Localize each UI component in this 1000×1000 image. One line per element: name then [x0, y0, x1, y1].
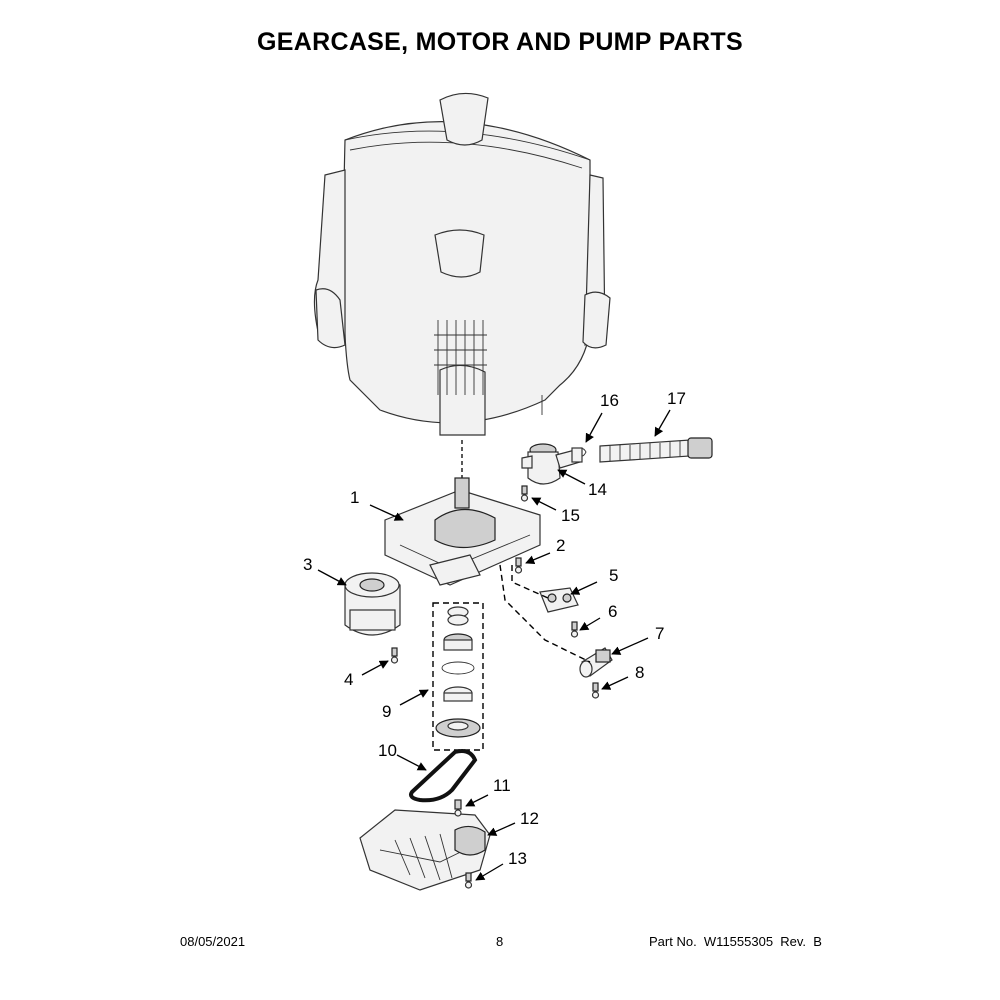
callout-5: 5 — [609, 566, 618, 585]
screw-2 — [514, 557, 523, 574]
callout-3: 3 — [303, 555, 312, 574]
callout-1: 1 — [350, 488, 359, 507]
callout-13: 13 — [508, 849, 527, 868]
shift-actuator — [579, 647, 613, 678]
screw-13 — [464, 872, 473, 889]
callout-10: 10 — [378, 741, 397, 760]
callout-14: 14 — [588, 480, 607, 499]
gearcase-plate — [384, 477, 541, 586]
screw-4 — [390, 647, 399, 664]
screw-8 — [591, 682, 600, 699]
footer-part-number: Part No. W11555305 Rev. B — [649, 934, 822, 949]
callout-labels: 1 2 3 4 5 6 7 8 9 10 11 12 13 14 15 16 1… — [303, 389, 686, 868]
screw-11 — [454, 799, 462, 817]
callout-12: 12 — [520, 809, 539, 828]
callout-6: 6 — [608, 602, 617, 621]
callout-2: 2 — [556, 536, 565, 555]
footer-date: 08/05/2021 — [180, 934, 246, 949]
callout-9: 9 — [382, 702, 391, 721]
screws — [390, 485, 600, 889]
callout-15: 15 — [561, 506, 580, 525]
screw-6 — [570, 621, 579, 638]
tub — [313, 92, 611, 478]
actuator — [539, 587, 579, 613]
drive-belt — [409, 749, 478, 803]
callout-17: 17 — [667, 389, 686, 408]
page-title: GEARCASE, MOTOR AND PUMP PARTS — [257, 28, 743, 56]
pump — [521, 443, 581, 485]
screw-15 — [520, 485, 529, 502]
footer-page-number: 8 — [496, 934, 504, 949]
callout-4: 4 — [344, 670, 353, 689]
assembly-lines — [499, 564, 591, 663]
callout-8: 8 — [635, 663, 644, 682]
leader-lines — [317, 409, 671, 881]
bearing-kit — [432, 602, 484, 751]
callout-7: 7 — [655, 624, 664, 643]
hose-clamp — [571, 447, 587, 463]
drain-hose — [599, 437, 713, 463]
base-shield — [359, 809, 491, 891]
motor — [344, 572, 401, 636]
callout-16: 16 — [600, 391, 619, 410]
callout-11: 11 — [493, 776, 511, 795]
